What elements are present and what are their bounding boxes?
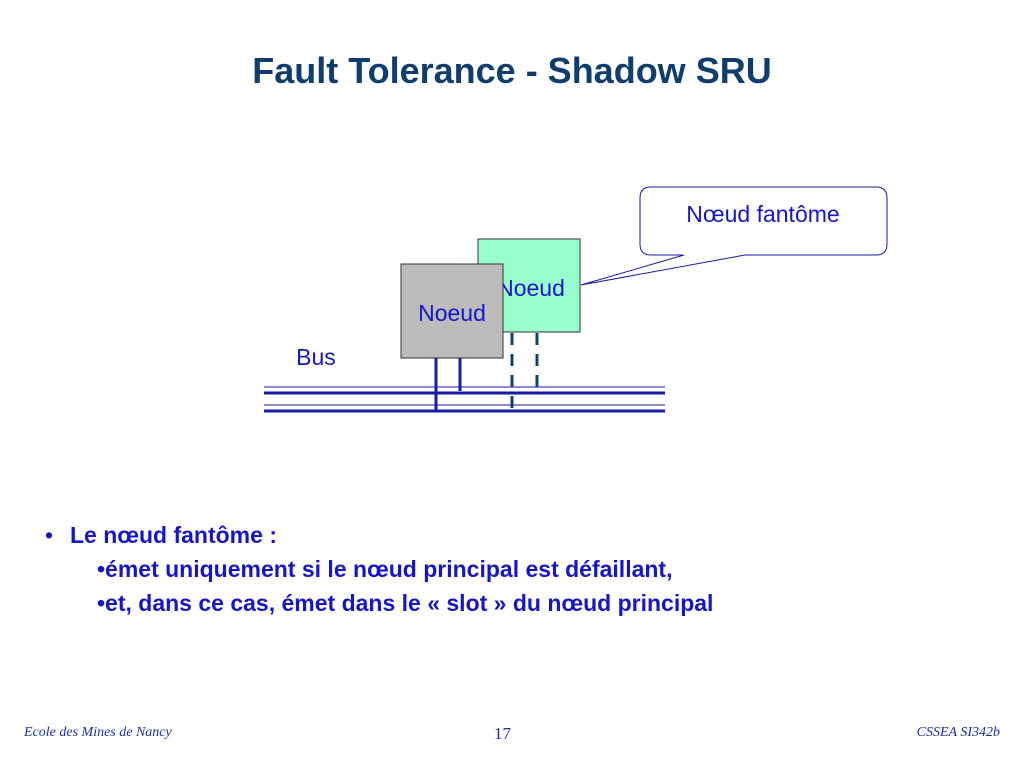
footer-page-number: 17 (494, 724, 511, 743)
bullet-marker: • (45, 522, 54, 548)
bullet-item: • Le nœud fantôme : (45, 518, 713, 552)
main-node-box (400, 263, 504, 359)
bullet-list: • Le nœud fantôme : •émet uniquement si … (45, 518, 713, 620)
sub-bullet-2: •et, dans ce cas, émet dans le « slot » … (97, 590, 714, 616)
callout-shape (580, 186, 888, 286)
main-node: Noeud (400, 263, 504, 359)
callout-label: Nœud fantôme (686, 201, 839, 227)
shadow-node-label: Noeud (497, 275, 565, 301)
footer-course: CSSEA SI342b (916, 725, 1000, 740)
callout-bubble: Nœud fantôme (580, 186, 888, 286)
shadow-node-connectors (510, 333, 539, 410)
bullet-main-text: Le nœud fantôme : (70, 522, 277, 548)
sub-bullet-1: •émet uniquement si le nœud principal es… (97, 556, 673, 582)
slide-title: Fault Tolerance - Shadow SRU (252, 50, 772, 91)
bus-label: Bus (296, 344, 336, 370)
bus (264, 386, 665, 413)
main-node-connectors (434, 358, 462, 410)
main-node-label: Noeud (418, 300, 486, 326)
footer-school: Ecole des Mines de Nancy (24, 725, 172, 740)
